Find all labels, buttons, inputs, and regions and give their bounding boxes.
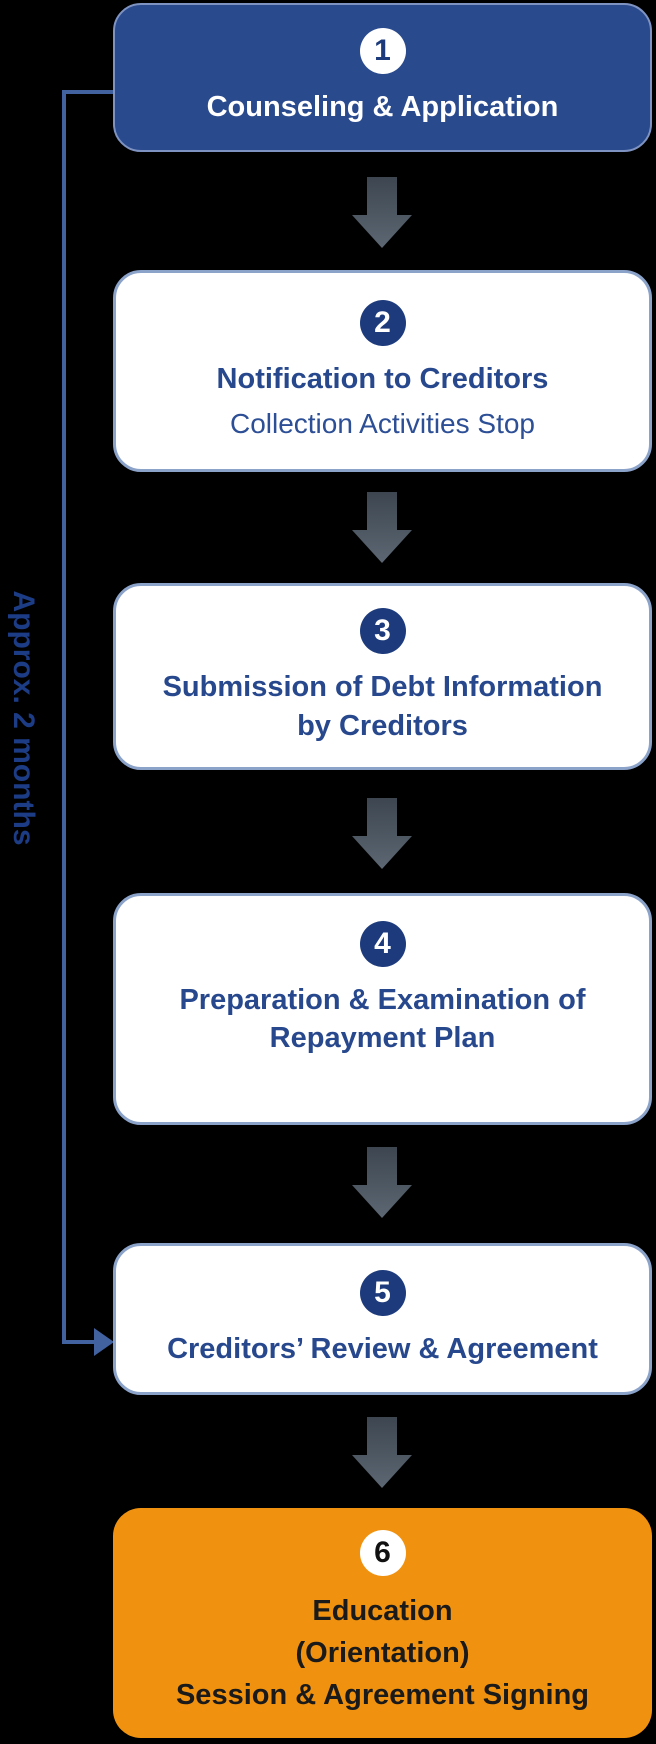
step-6-box: 6 Education (Orientation) Session & Agre… [113,1508,652,1738]
bracket-top-segment [62,90,113,94]
step-1-box: 1 Counseling & Application [113,3,652,152]
step-1-number-badge: 1 [359,28,406,75]
step-5-number-badge: 5 [359,1269,406,1316]
arrow-down-icon [352,1147,412,1218]
step-5-box: 5 Creditors’ Review & Agreement [113,1243,652,1395]
step-4-title: Preparation & Examination of Repayment P… [179,983,586,1054]
step-3-title: Submission of Debt Information by Credit… [162,671,603,742]
step-1-title: Counseling & Application [206,91,559,124]
arrow-down-icon [352,492,412,563]
step-6-line-2: (Orientation) [295,1636,470,1669]
step-6-line-1: Education [312,1594,453,1627]
bracket-bottom-segment [62,1340,96,1344]
arrow-down-icon [352,798,412,869]
step-2-number-badge: 2 [359,299,406,346]
step-3-number-badge: 3 [359,608,406,655]
step-5-title: Creditors’ Review & Agreement [167,1332,598,1365]
bracket-arrowhead-icon [94,1328,114,1356]
bracket-vertical-line [62,90,66,1344]
arrow-down-icon [352,1417,412,1488]
step-2-title: Notification to Creditors [216,362,549,395]
step-4-box: 4 Preparation & Examination of Repayment… [113,893,652,1125]
step-3-box: 3 Submission of Debt Information by Cred… [113,583,652,770]
step-4-number-badge: 4 [359,920,406,967]
arrow-down-icon [352,177,412,248]
step-2-subtitle: Collection Activities Stop [229,407,536,439]
step-2-box: 2 Notification to Creditors Collection A… [113,270,652,472]
step-6-line-3: Session & Agreement Signing [175,1679,590,1712]
duration-label: Approx. 2 months [7,590,40,846]
step-6-number-badge: 6 [359,1529,406,1576]
